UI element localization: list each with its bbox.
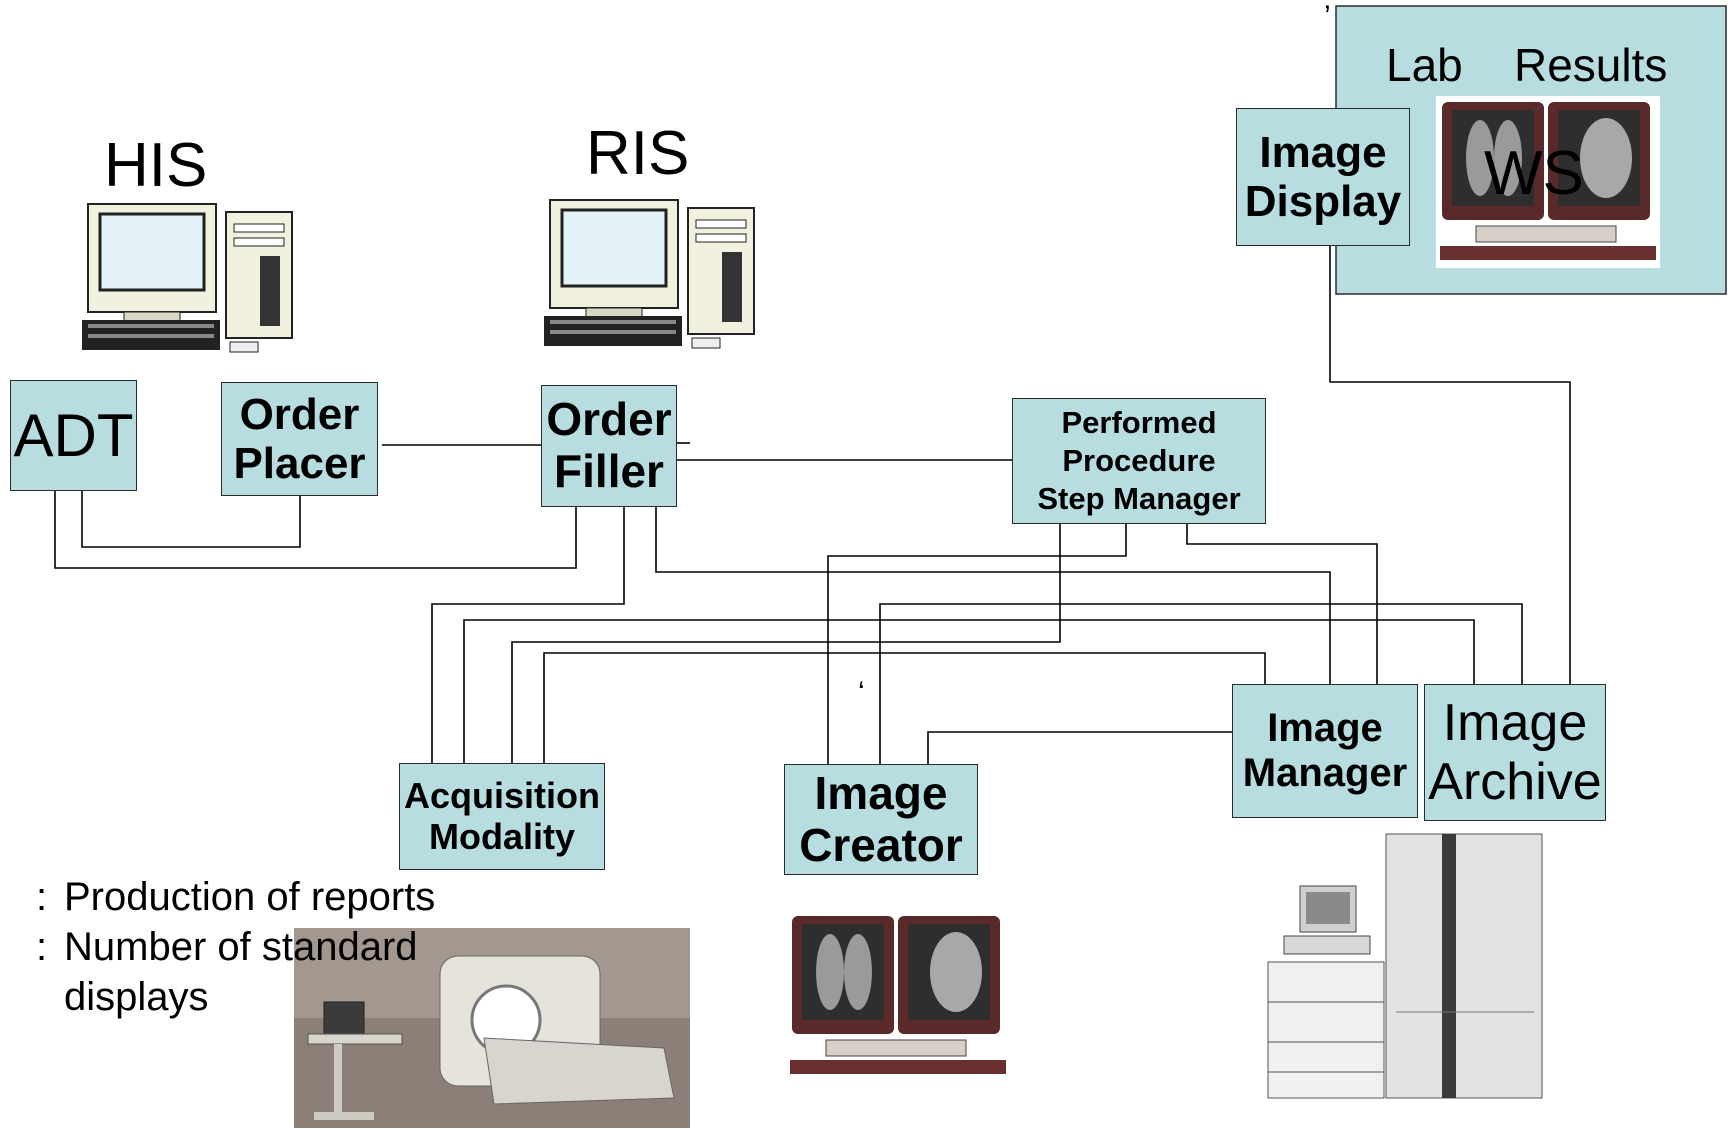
image-archive-actor: Image Archive <box>1424 684 1606 821</box>
image-creator-line1: Image <box>814 766 948 819</box>
acquisition-modality-line2: Modality <box>428 815 575 857</box>
performed-procedure-step-manager-actor: Performed Procedure Step Manager <box>1012 398 1266 524</box>
image-manager-actor: Image Manager <box>1232 684 1418 818</box>
workstation-xray-monitors-icon <box>1436 96 1660 268</box>
adt-actor: ADT <box>10 380 137 491</box>
note-text: Production of reports <box>64 875 436 919</box>
order-placer-actor: Order Placer <box>221 382 378 496</box>
order-placer-line2: Placer <box>233 439 366 488</box>
image-display-actor: Image Display <box>1236 108 1410 246</box>
stray-mark-middle: ‘ <box>858 676 865 709</box>
his-computer-icon <box>82 203 293 353</box>
image-creator-monitors-icon <box>790 916 1006 1074</box>
ws-label: WS <box>1484 139 1584 208</box>
ris-computer-icon <box>544 199 755 349</box>
stray-mark-top: ’ <box>1324 0 1331 33</box>
note-marker <box>36 972 64 1022</box>
order-filler-line1: Order <box>546 393 672 446</box>
image-display-line1: Image <box>1259 127 1387 177</box>
note-item: displays <box>36 972 435 1022</box>
ppsm-line3: Step Manager <box>1037 480 1241 516</box>
order-placer-line1: Order <box>239 389 360 439</box>
order-filler-actor: Order Filler <box>541 385 677 507</box>
image-manager-line2: Manager <box>1242 751 1408 795</box>
note-text: displays <box>64 975 209 1019</box>
note-item: : Production of reports <box>36 872 435 922</box>
note-item: : Number of standard <box>36 922 435 972</box>
order-filler-line2: Filler <box>554 445 664 497</box>
notes-list: : Production of reports : Number of stan… <box>36 872 435 1022</box>
image-manager-line1: Image <box>1267 706 1383 751</box>
note-marker: : <box>36 925 48 969</box>
ppsm-line1: Performed <box>1061 405 1217 441</box>
note-text: Number of standard <box>64 925 418 969</box>
acquisition-modality-actor: Acquisition Modality <box>399 763 605 870</box>
image-creator-actor: Image Creator <box>784 764 978 875</box>
image-display-line2: Display <box>1244 177 1402 226</box>
archive-cabinet-icon <box>1267 833 1543 1099</box>
image-archive-line2: Archive <box>1428 752 1602 811</box>
acquisition-modality-line1: Acquisition <box>404 775 600 817</box>
adt-label: ADT <box>13 401 134 469</box>
image-creator-line2: Creator <box>799 818 963 871</box>
ris-label: RIS <box>586 119 690 188</box>
mr-scanner-icon <box>294 928 690 1128</box>
image-archive-line1: Image <box>1442 694 1588 753</box>
his-label: HIS <box>104 131 208 200</box>
results-label: Results <box>1514 39 1668 91</box>
lab-label: Lab <box>1386 39 1463 91</box>
ppsm-line2: Procedure <box>1062 443 1216 479</box>
note-marker: : <box>36 875 48 919</box>
